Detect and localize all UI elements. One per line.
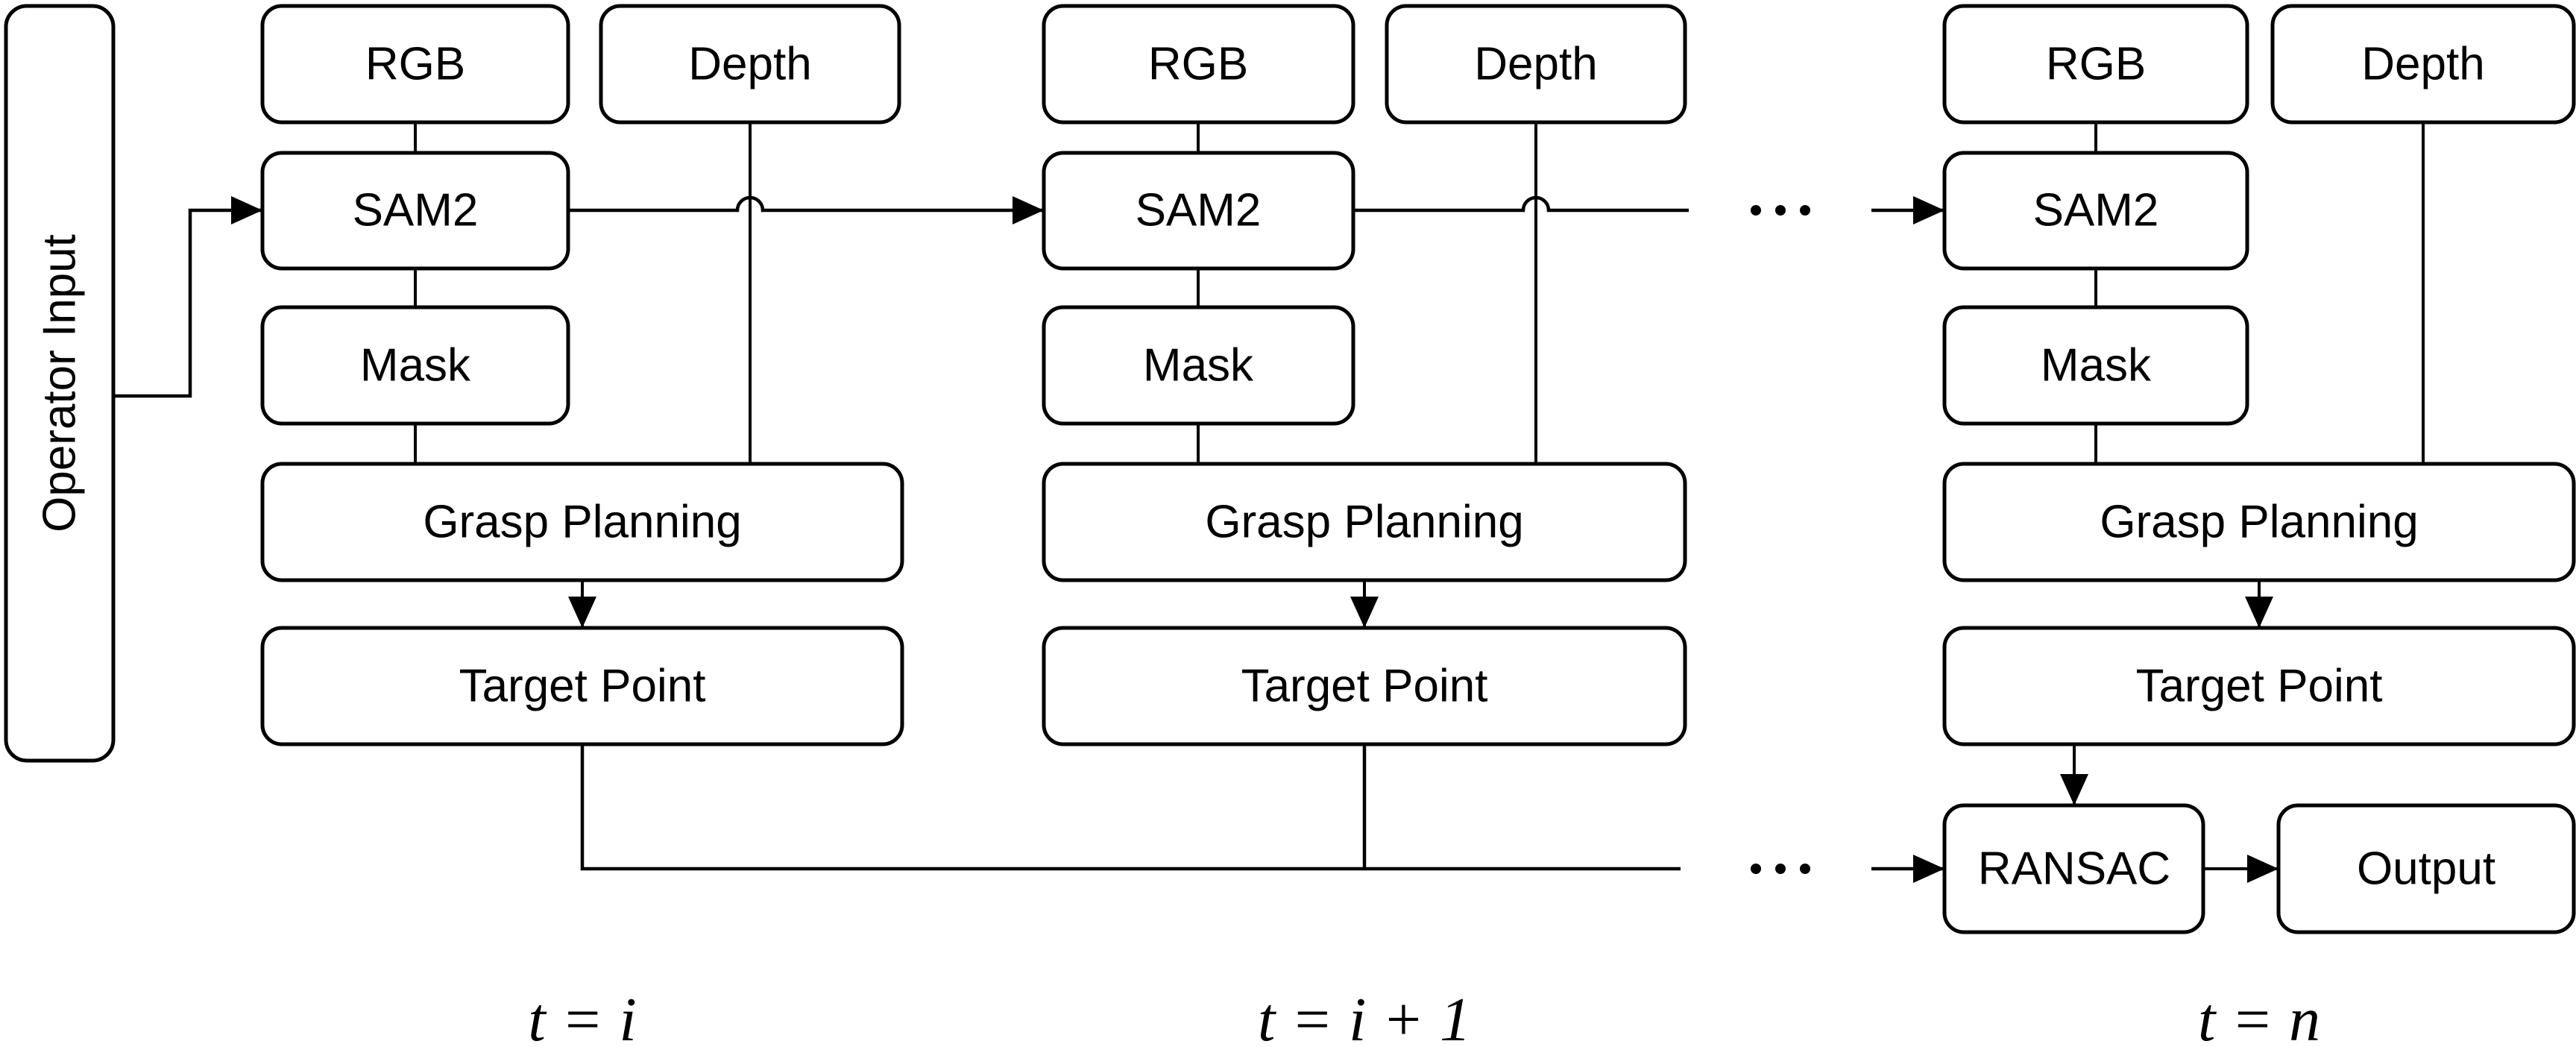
depth-label: Depth — [688, 39, 811, 90]
arrow-operator-input-to-sam2 — [113, 196, 262, 398]
sam2-label: SAM2 — [1136, 185, 1262, 236]
ellipsis-dot — [1775, 205, 1786, 216]
mask-label: Mask — [2041, 340, 2152, 392]
arrow-sam2-t-i-to-t-i-plus-1 — [568, 195, 1044, 224]
ellipsis-dot — [1775, 864, 1786, 874]
operator-input-label: Operator Input — [34, 234, 86, 532]
grasp-planning-label: Grasp Planning — [423, 497, 741, 548]
ellipsis-dots-target-row — [1751, 864, 1810, 874]
depth-label: Depth — [2361, 39, 2484, 90]
rgb-label: RGB — [1148, 39, 1248, 90]
time-label-t-i: t = i — [528, 985, 636, 1047]
target-point-label: Target Point — [459, 661, 706, 712]
output-box — [2276, 803, 2576, 934]
ellipsis-dot — [1751, 864, 1761, 874]
column-t-i: RGB Depth SAM2 Mask Grasp Planning Targe… — [260, 4, 904, 1047]
ransac-label: RANSAC — [1978, 843, 2170, 895]
time-label-t-n: t = n — [2198, 985, 2320, 1047]
depth-label: Depth — [1474, 39, 1597, 90]
target-point-label: Target Point — [1241, 661, 1488, 712]
ellipsis-dots-sam2-row — [1751, 205, 1810, 216]
column-t-i-plus-1: RGB Depth SAM2 Mask Grasp Planning Targe… — [1042, 4, 1687, 1047]
sam2-label: SAM2 — [353, 185, 479, 236]
time-label-t-i-plus-1: t = i + 1 — [1258, 985, 1471, 1047]
ellipsis-dot — [1751, 205, 1761, 216]
operator-input-box — [4, 4, 116, 763]
bus-target-points — [580, 744, 1681, 871]
grasp-planning-label: Grasp Planning — [2100, 497, 2418, 548]
ellipsis-dot — [1800, 205, 1810, 216]
sam2-label: SAM2 — [2033, 185, 2159, 236]
rgb-label: RGB — [365, 39, 465, 90]
grasp-planning-label: Grasp Planning — [1205, 497, 1523, 548]
mask-label: Mask — [360, 340, 471, 392]
rgb-label: RGB — [2046, 39, 2146, 90]
mask-label: Mask — [1143, 340, 1254, 392]
ellipsis-dot — [1800, 864, 1810, 874]
column-t-n: RGB Depth SAM2 Mask Grasp Planning Targe… — [1942, 4, 2576, 1047]
output-label: Output — [2357, 843, 2495, 895]
target-point-label: Target Point — [2136, 661, 2383, 712]
edge-sam2-t-i-plus-1-out — [1353, 195, 1689, 213]
